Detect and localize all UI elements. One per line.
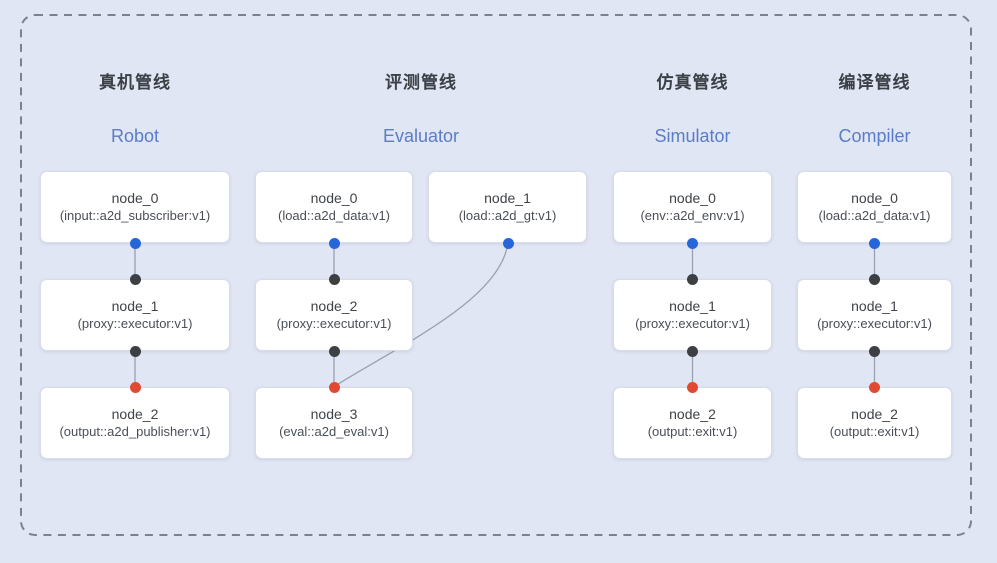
node-label: node_0	[669, 189, 716, 206]
node-box-compiler-1: node_1 (proxy::executor:v1)	[797, 279, 952, 351]
port-dot-output-black	[328, 345, 340, 357]
port-dot-input-red	[687, 381, 698, 393]
node-label: node_0	[851, 189, 898, 206]
node-box-compiler-2: node_2 (output::exit:v1)	[797, 387, 952, 459]
node-label: node_1	[484, 189, 531, 206]
port-dot-output-blue	[869, 237, 880, 249]
node-label: node_3	[310, 405, 358, 422]
node-sublabel: (proxy::executor:v1)	[77, 316, 193, 332]
pipeline-subtitle-compiler: Compiler	[838, 126, 911, 146]
port-dot-output-black	[687, 345, 698, 357]
node-label: node_0	[111, 189, 159, 206]
node-box-robot-2: node_2 (output::a2d_publisher:v1)	[40, 387, 230, 459]
node-label: node_1	[111, 297, 159, 314]
port-dot-output-blue	[502, 237, 514, 249]
node-box-compiler-0: node_0 (load::a2d_data:v1)	[797, 171, 952, 243]
port-dot-input-red	[869, 381, 880, 393]
pipeline-title-robot: 真机管线	[99, 73, 171, 92]
node-box-robot-0: node_0 (input::a2d_subscriber:v1)	[40, 171, 230, 243]
port-dot-output-black	[129, 345, 141, 357]
pipeline-subtitle-evaluator: Evaluator	[382, 126, 460, 146]
pipeline-title-simulator: 仿真管线	[656, 73, 729, 92]
dashed-border	[20, 14, 972, 536]
node-sublabel: (load::a2d_gt:v1)	[458, 208, 557, 224]
node-label: node_2	[851, 405, 898, 422]
port-dot-input-black	[328, 273, 340, 285]
port-dot-output-blue	[687, 237, 698, 249]
node-sublabel: (eval::a2d_eval:v1)	[279, 424, 389, 440]
node-box-evaluator-0: node_0 (load::a2d_data:v1)	[255, 171, 413, 243]
node-sublabel: (proxy::executor:v1)	[276, 316, 392, 332]
node-box-simulator-0: node_0 (env::a2d_env:v1)	[613, 171, 772, 243]
port-dot-output-blue	[328, 237, 340, 249]
node-sublabel: (output::exit:v1)	[647, 424, 738, 440]
port-dot-input-red	[328, 381, 340, 393]
node-label: node_0	[310, 189, 358, 206]
pipeline-title-evaluator: 评测管线	[385, 73, 457, 92]
port-dot-input-red	[129, 381, 141, 393]
node-sublabel: (load::a2d_data:v1)	[277, 208, 391, 224]
node-box-simulator-1: node_1 (proxy::executor:v1)	[613, 279, 772, 351]
node-sublabel: (proxy::executor:v1)	[817, 316, 932, 332]
pipeline-subtitle-simulator: Simulator	[654, 126, 731, 146]
node-box-simulator-2: node_2 (output::exit:v1)	[613, 387, 772, 459]
port-dot-input-black	[129, 273, 141, 285]
node-sublabel: (output::exit:v1)	[829, 424, 920, 440]
node-box-robot-1: node_1 (proxy::executor:v1)	[40, 279, 230, 351]
port-dot-input-black	[687, 273, 698, 285]
node-label: node_1	[851, 297, 898, 314]
node-sublabel: (env::a2d_env:v1)	[640, 208, 745, 224]
node-sublabel: (load::a2d_data:v1)	[818, 208, 931, 224]
node-label: node_1	[669, 297, 716, 314]
port-dot-output-blue	[129, 237, 141, 249]
pipeline-subtitle-robot: Robot	[110, 126, 160, 146]
node-label: node_2	[111, 405, 159, 422]
node-sublabel: (proxy::executor:v1)	[635, 316, 750, 332]
node-sublabel: (input::a2d_subscriber:v1)	[59, 208, 211, 224]
node-box-evaluator-3: node_3 (eval::a2d_eval:v1)	[255, 387, 413, 459]
port-dot-output-black	[869, 345, 880, 357]
node-box-evaluator-2: node_2 (proxy::executor:v1)	[255, 279, 413, 351]
node-sublabel: (output::a2d_publisher:v1)	[59, 424, 211, 440]
port-dot-input-black	[869, 273, 880, 285]
node-label: node_2	[310, 297, 358, 314]
pipeline-title-compiler: 编译管线	[838, 73, 911, 92]
edge-evaluator-n1-n3	[334, 242, 509, 387]
node-label: node_2	[669, 405, 716, 422]
node-box-evaluator-1: node_1 (load::a2d_gt:v1)	[428, 171, 587, 243]
